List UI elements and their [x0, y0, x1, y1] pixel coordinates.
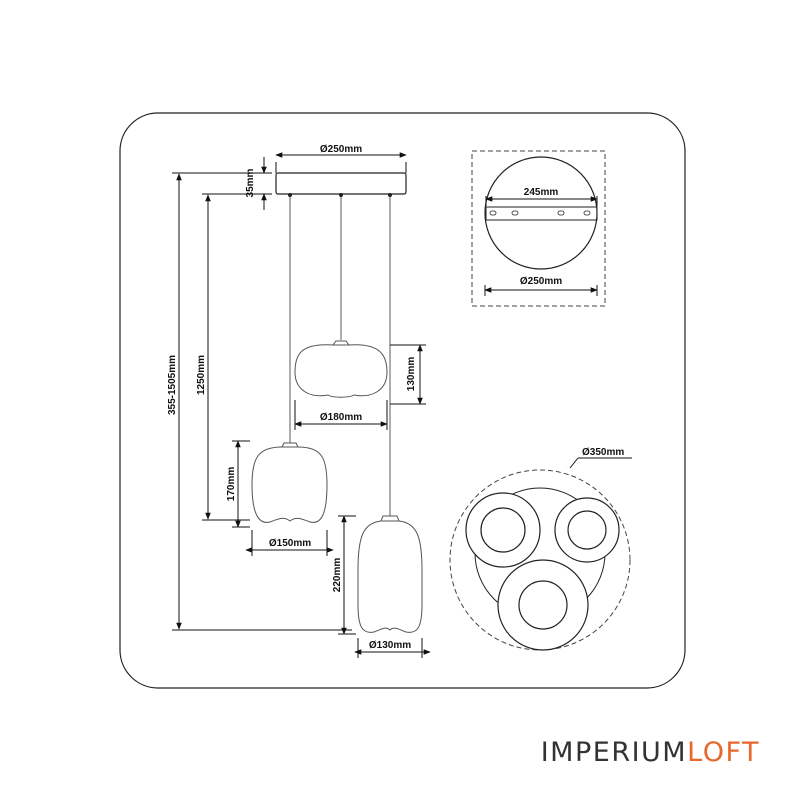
front-view: Ø250mm 35mm 130mm Ø180mm	[167, 144, 431, 658]
shade-right	[357, 515, 423, 633]
shade-left-height-label: 170mm	[226, 467, 237, 502]
brand-logo: IMPERIUMLOFT	[541, 737, 760, 768]
mounting-bar	[485, 206, 598, 221]
shade-top-view-right	[554, 497, 620, 563]
shade-right-height-label: 220mm	[332, 558, 343, 593]
shade-right-diameter-label: Ø130mm	[369, 640, 411, 651]
brand-logo-part2: LOFT	[687, 737, 760, 768]
canopy-height-label: 35mm	[245, 168, 256, 197]
shade-top	[294, 340, 388, 398]
drawing-frame	[119, 112, 686, 689]
canopy-diameter-label: Ø250mm	[320, 144, 362, 155]
shade-top-view-left	[465, 492, 541, 568]
total-height-label: 355-1505mm	[167, 355, 178, 415]
cluster-diameter-label: Ø350mm	[582, 447, 624, 458]
top-view: Ø350mm	[449, 447, 632, 651]
shade-left	[251, 442, 328, 523]
cluster-outline	[449, 469, 631, 651]
canopy-circle	[484, 156, 598, 270]
shade-top-height-label: 130mm	[406, 357, 417, 392]
mounting-plate-view: 245mm Ø250mm	[471, 150, 606, 307]
shade-top-view-bottom	[497, 559, 589, 651]
shade-top-diameter-label: Ø180mm	[320, 412, 362, 423]
plate-diameter-label: Ø250mm	[520, 276, 562, 287]
plate-box	[471, 150, 606, 307]
cable-length-label: 1250mm	[196, 355, 207, 395]
shade-left-diameter-label: Ø150mm	[269, 538, 311, 549]
plate-width-label: 245mm	[524, 187, 559, 198]
canopy	[275, 172, 407, 195]
brand-logo-part1: IMPERIUM	[541, 737, 687, 768]
